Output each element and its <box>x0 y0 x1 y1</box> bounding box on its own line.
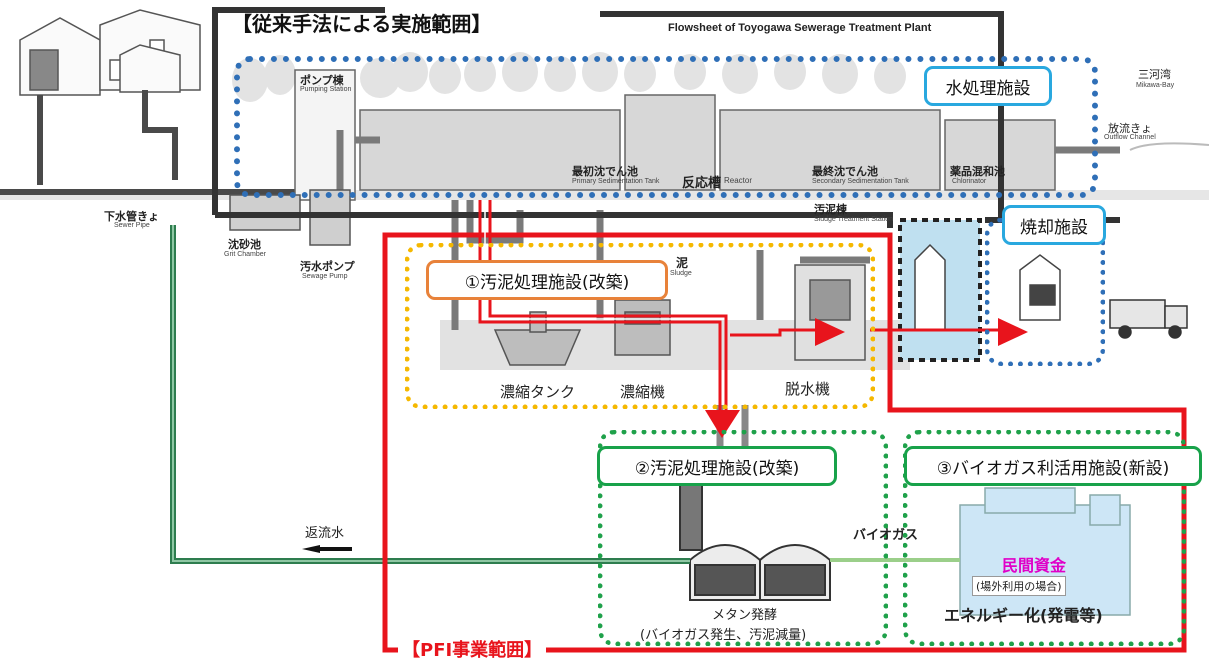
offsite-use-label: (場外利用の場合) <box>972 576 1066 596</box>
sludge-area-1 <box>405 243 875 409</box>
return-arrow-head <box>302 545 320 553</box>
flowsheet-title: Flowsheet of Toyogawa Sewerage Treatment… <box>668 22 932 34</box>
secondary-tank-en: Secondary Sedimentation Tank <box>812 178 909 185</box>
sludge-treatment-2-box: ②汚泥処理施設(改築) <box>597 446 837 486</box>
secondary-tank-label: 最終沈でん池 <box>812 165 878 178</box>
power-building-drawing <box>959 487 1131 616</box>
sludge-building-label: 汚泥棟 <box>814 203 847 216</box>
outflow-en: Outflow Channel <box>1104 134 1156 141</box>
thickener-label: 濃縮機 <box>620 383 666 401</box>
energy-label: エネルギー化(発電等) <box>944 606 1103 625</box>
sludge-building-en: Sludge Treatment Station <box>814 216 893 223</box>
biogas-facility-box: ③バイオガス利活用施設(新設) <box>904 446 1202 486</box>
red-arrow-down <box>705 410 740 438</box>
grit-chamber-label: 沈砂池 <box>228 238 261 251</box>
thickening-tank-label: 濃縮タンク <box>500 383 576 401</box>
red-arrow-incinerator <box>998 318 1028 346</box>
outflow-label: 放流きょ <box>1108 122 1152 135</box>
pump-station-label: ポンプ棟 <box>300 74 344 87</box>
grit-chamber-en: Grit Chamber <box>224 251 267 258</box>
reactor-en: Reactor <box>724 176 753 185</box>
return-water-pipe-highlight <box>172 225 690 562</box>
sludge-treatment-1-box: ①汚泥処理施設(改築) <box>426 260 668 300</box>
methane-label: メタン発酵 <box>712 608 778 623</box>
sea-line <box>1129 142 1209 151</box>
dewatering-drawing <box>794 264 866 361</box>
sewer-pipe-en: Sewer Pipe <box>114 222 150 229</box>
mikawa-bay-en: Mikawa-Bay <box>1136 82 1175 89</box>
incinerator-drawing <box>914 243 1061 331</box>
pump-station-en: Pumping Station <box>300 86 352 93</box>
red-arrow-dewater <box>815 318 845 346</box>
background-trees <box>232 52 906 102</box>
conventional-scope-title: 【従来手法による実施範囲】 <box>232 12 492 36</box>
conventional-frame-bottom <box>215 212 893 228</box>
mikawa-bay-label: 三河湾 <box>1138 68 1171 81</box>
sewage-pump-en: Sewage Pump <box>302 273 348 280</box>
pfi-scope-frame <box>382 232 1187 653</box>
biogas-label: バイオガス <box>853 528 919 543</box>
primary-tank-en: Primary Sedimentation Tank <box>572 178 660 185</box>
methane-sub-label: (バイオガス発生、汚泥減量) <box>640 628 807 643</box>
water-treatment-area <box>234 56 1098 198</box>
chlorinator-en: Chlorinator <box>952 178 987 185</box>
primary-tank-label: 最初沈でん池 <box>572 165 638 178</box>
biogas-area <box>903 430 1186 646</box>
incineration-box: 焼却施設 <box>1002 205 1106 245</box>
methane-digesters <box>679 469 831 601</box>
chlorinator-label: 薬品混和池 <box>950 165 1005 178</box>
houses <box>19 9 201 96</box>
return-water-label: 返流水 <box>305 526 345 541</box>
return-arrow-shaft <box>320 547 352 551</box>
dewatering-label: 脱水機 <box>785 380 831 398</box>
sludge-area-2 <box>598 430 888 646</box>
truck-drawing <box>1109 299 1188 339</box>
reactor-label: 反応槽 <box>682 176 722 191</box>
private-funds-label: 民間資金 <box>1002 556 1067 575</box>
sludge-en: Sludge <box>670 270 692 277</box>
pfi-scope-label: 【PFI事業範囲】 <box>398 636 547 661</box>
sewer-pipe-label: 下水管きょ <box>104 210 159 223</box>
sludge-label: 泥 <box>676 256 689 270</box>
water-treatment-box: 水処理施設 <box>924 66 1052 106</box>
sewage-pump-label: 汚水ポンプ <box>300 260 355 273</box>
red-flow-inner <box>484 200 723 320</box>
